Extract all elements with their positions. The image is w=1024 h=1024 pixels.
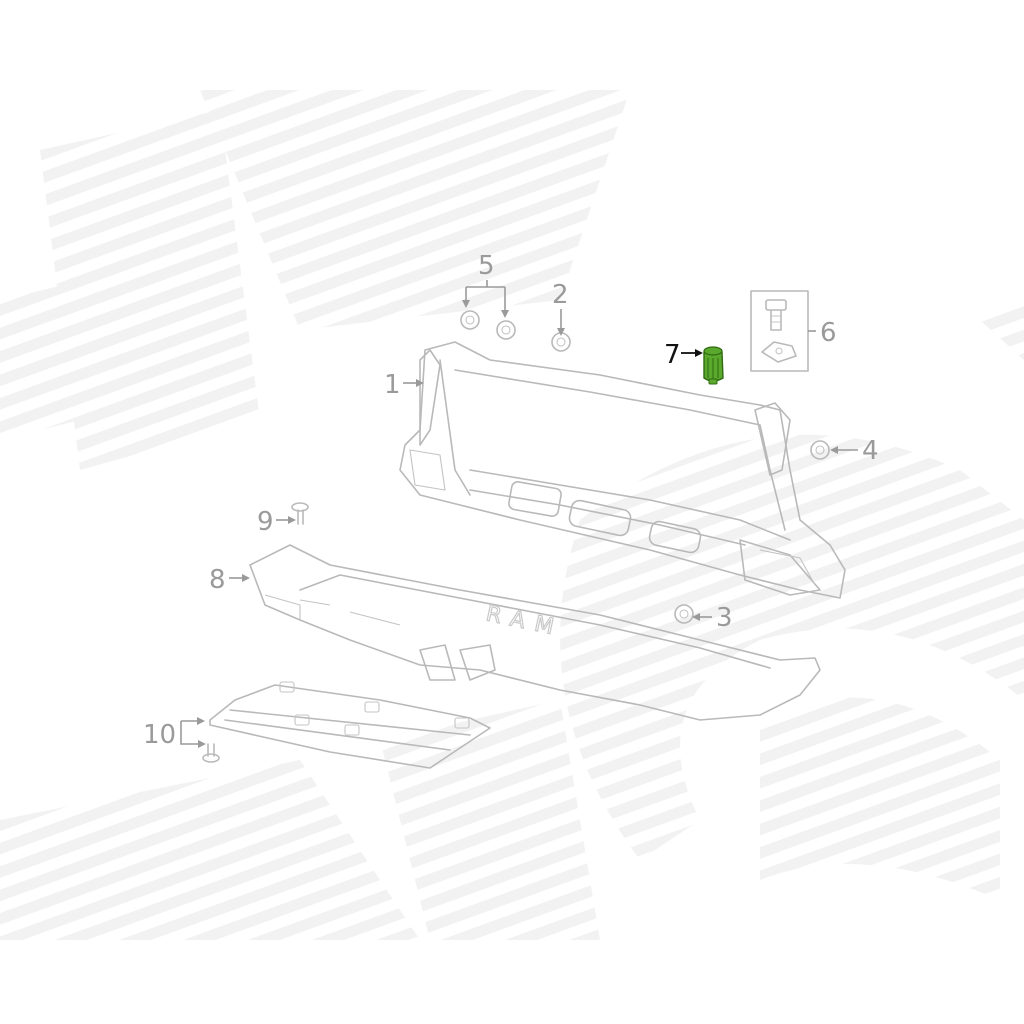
bolt-icon: [765, 299, 787, 331]
callout-2[interactable]: 2: [552, 280, 569, 310]
callout-8[interactable]: 8: [209, 565, 226, 595]
callout-10[interactable]: 10: [143, 720, 176, 750]
push-pin-fastener-5a: [460, 310, 480, 330]
leader-lines: [180, 280, 858, 748]
push-pin-fastener-5b: [496, 320, 516, 340]
push-pin-9: [291, 502, 309, 525]
fastener-4: [810, 440, 830, 460]
callout-5[interactable]: 5: [478, 251, 495, 281]
push-pin-10: [202, 743, 220, 763]
fastener-3: [674, 604, 694, 624]
watermark-logo: [0, 90, 1024, 940]
hardware-kit-box-6: [750, 290, 809, 372]
callout-7[interactable]: 7: [664, 340, 681, 370]
clip-nut-icon: [761, 341, 797, 363]
radiator-support-frame: [399, 341, 846, 599]
callout-labels: 1 2 3 4 5 6 7 8 9 10: [143, 251, 879, 750]
ram-emboss-text: RAM: [484, 601, 566, 642]
callout-3[interactable]: 3: [716, 603, 733, 633]
callout-1[interactable]: 1: [384, 370, 401, 400]
callout-9[interactable]: 9: [257, 507, 274, 537]
highlighted-grommet-7: [703, 346, 724, 385]
splash-shield: [209, 681, 491, 769]
callout-4[interactable]: 4: [862, 436, 879, 466]
callout-6[interactable]: 6: [820, 318, 837, 348]
